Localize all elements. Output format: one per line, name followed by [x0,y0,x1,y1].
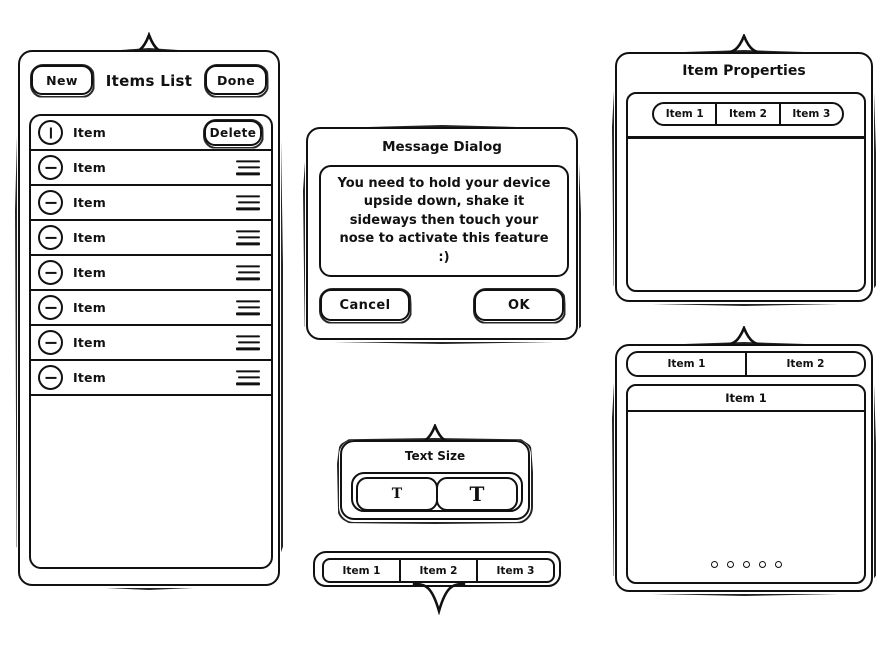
bottom-segment-item-3[interactable]: Item 3 [496,564,535,577]
text-size-button-group: T T [351,472,523,512]
table-row[interactable]: Item [31,256,271,291]
done-button[interactable]: Done [205,65,267,95]
detail-segment-item-2[interactable]: Item 2 [786,358,825,370]
text-size-popover: Text Size T T [340,440,530,520]
props-segment-item-3[interactable]: Item 3 [792,108,831,120]
page-dot[interactable] [758,561,766,568]
props-segment-item-1[interactable]: Item 1 [654,104,718,124]
page-dot[interactable] [774,561,782,568]
table-row[interactable]: Item [31,291,271,326]
new-button[interactable]: New [31,65,93,95]
reorder-handle-icon[interactable] [236,194,260,211]
cancel-button[interactable]: Cancel [320,289,410,321]
row-label: Item [73,160,106,175]
props-divider [628,136,864,139]
row-label: Item [73,370,106,385]
row-label: Item [73,265,106,280]
text-size-small-button[interactable]: T [356,477,438,511]
detail-section-header: Item 1 [628,386,864,412]
row-label: Item [73,300,106,315]
row-label: Item [73,335,106,350]
row-label: Item [73,125,106,140]
item-properties-segmented-control[interactable]: Item 1 Item 2 Item 3 [652,102,844,126]
text-size-large-button[interactable]: T [436,477,518,511]
cancel-button-label: Cancel [339,297,391,313]
reorder-handle-icon[interactable] [236,369,260,386]
message-dialog: Message Dialog You need to hold your dev… [306,127,578,340]
dialog-message-box: You need to hold your device upside down… [319,165,569,277]
item-properties-content: Item 1 Item 2 Item 3 [626,92,866,292]
table-row[interactable]: Item [31,186,271,221]
table-row[interactable]: Item [31,221,271,256]
circle-minus-icon[interactable] [38,190,63,215]
reorder-handle-icon[interactable] [236,334,260,351]
circle-minus-icon[interactable] [38,225,63,250]
circle-minus-icon[interactable] [38,365,63,390]
text-size-small-label: T [391,486,403,502]
page-indicator[interactable] [628,561,864,568]
table-row[interactable]: Item [31,361,271,396]
detail-panel: Item 1 Item 2 Item 1 [615,344,873,592]
reorder-handle-icon[interactable] [236,229,260,246]
circle-minus-icon[interactable] [38,330,63,355]
detail-segmented-control[interactable]: Item 1 Item 2 [626,351,866,377]
page-dot[interactable] [742,561,750,568]
table-row[interactable]: Item Delete [31,116,271,151]
bottom-segmented-popover: Item 1 Item 2 Item 3 [313,551,561,587]
page-dot[interactable] [710,561,718,568]
table-row[interactable]: Item [31,151,271,186]
delete-button-label: Delete [209,126,257,140]
bottom-segmented-control[interactable]: Item 1 Item 2 Item 3 [322,558,555,583]
items-list-table[interactable]: Item Delete Item Item Item Item [29,114,273,569]
done-button-label: Done [217,72,255,88]
item-properties-panel: Item Properties Item 1 Item 2 Item 3 [615,52,873,302]
circle-bar-vertical-icon[interactable] [38,120,63,145]
page-dot[interactable] [726,561,734,568]
dialog-title: Message Dialog [382,139,502,155]
items-list-title: Items List [105,72,193,90]
new-button-label: New [46,72,78,88]
ok-button-label: OK [508,297,530,313]
table-row[interactable]: Item [31,326,271,361]
bottom-segment-item-1[interactable]: Item 1 [324,560,401,581]
bottom-segmented-popover-notch [412,583,466,617]
row-label: Item [73,230,106,245]
text-size-title: Text Size [404,449,466,463]
delete-button[interactable]: Delete [204,120,262,146]
detail-content-area: Item 1 [626,384,866,584]
dialog-message-text: You need to hold your device upside down… [337,175,551,265]
props-segment-item-2[interactable]: Item 2 [717,104,781,124]
row-label: Item [73,195,106,210]
circle-minus-icon[interactable] [38,295,63,320]
ok-button[interactable]: OK [474,289,564,321]
items-list-panel: New Items List Done Item Delete Item Ite… [18,50,280,586]
detail-segment-item-1[interactable]: Item 1 [628,353,747,375]
item-properties-title: Item Properties [682,63,806,79]
circle-minus-icon[interactable] [38,155,63,180]
text-size-large-label: T [469,482,485,506]
reorder-handle-icon[interactable] [236,299,260,316]
bottom-segment-item-2[interactable]: Item 2 [401,560,478,581]
circle-minus-icon[interactable] [38,260,63,285]
reorder-handle-icon[interactable] [236,264,260,281]
reorder-handle-icon[interactable] [236,159,260,176]
